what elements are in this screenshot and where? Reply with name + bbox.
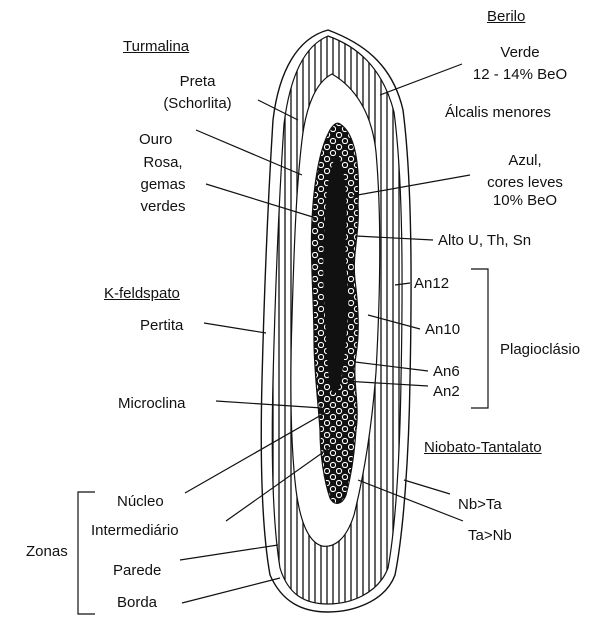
label-azul: Azul,	[455, 152, 595, 170]
label-an6: An6	[433, 363, 460, 381]
leader-borda	[182, 578, 280, 603]
label-verde: Verde	[440, 44, 600, 62]
label-plagioclasio: Plagioclásio	[500, 341, 580, 359]
label-zonas: Zonas	[26, 543, 68, 561]
turmalina-heading: Turmalina	[123, 38, 189, 56]
label-ta-nb: Ta>Nb	[468, 527, 512, 545]
label-preta: Preta	[140, 73, 255, 91]
label-nucleo: Núcleo	[117, 493, 164, 511]
label-an12: An12	[414, 275, 449, 293]
label-parede: Parede	[113, 562, 161, 580]
plagioclasio-bracket	[471, 269, 488, 408]
label-microclina: Microclina	[118, 395, 186, 413]
label-an2: An2	[433, 383, 460, 401]
leader-pertita	[204, 323, 266, 333]
label-verdes: verdes	[128, 198, 198, 216]
niobato-heading: Niobato-Tantalato	[424, 439, 542, 457]
label-ouro: Ouro	[139, 131, 172, 149]
label-pertita: Pertita	[140, 317, 183, 335]
label-alto-u: Alto U, Th, Sn	[438, 232, 531, 250]
label-gemas: gemas	[128, 176, 198, 194]
label-an10: An10	[425, 321, 460, 339]
label-rosa: Rosa,	[128, 154, 198, 172]
label-borda: Borda	[117, 594, 157, 612]
label-schorlita: (Schorlita)	[140, 95, 255, 113]
leader-nb-ta	[404, 480, 450, 494]
kfeldspato-heading: K-feldspato	[104, 285, 180, 303]
label-nb-ta: Nb>Ta	[458, 496, 502, 514]
label-beo-10: 10% BeO	[455, 192, 595, 210]
label-cores: cores leves	[455, 174, 595, 192]
zonas-bracket	[78, 492, 95, 614]
label-intermediario: Intermediário	[91, 522, 179, 540]
label-alcalis: Álcalis menores	[445, 104, 551, 122]
berilo-heading: Berilo	[487, 8, 525, 26]
leader-parede	[180, 545, 278, 560]
label-beo-12: 12 - 14% BeO	[440, 66, 600, 84]
